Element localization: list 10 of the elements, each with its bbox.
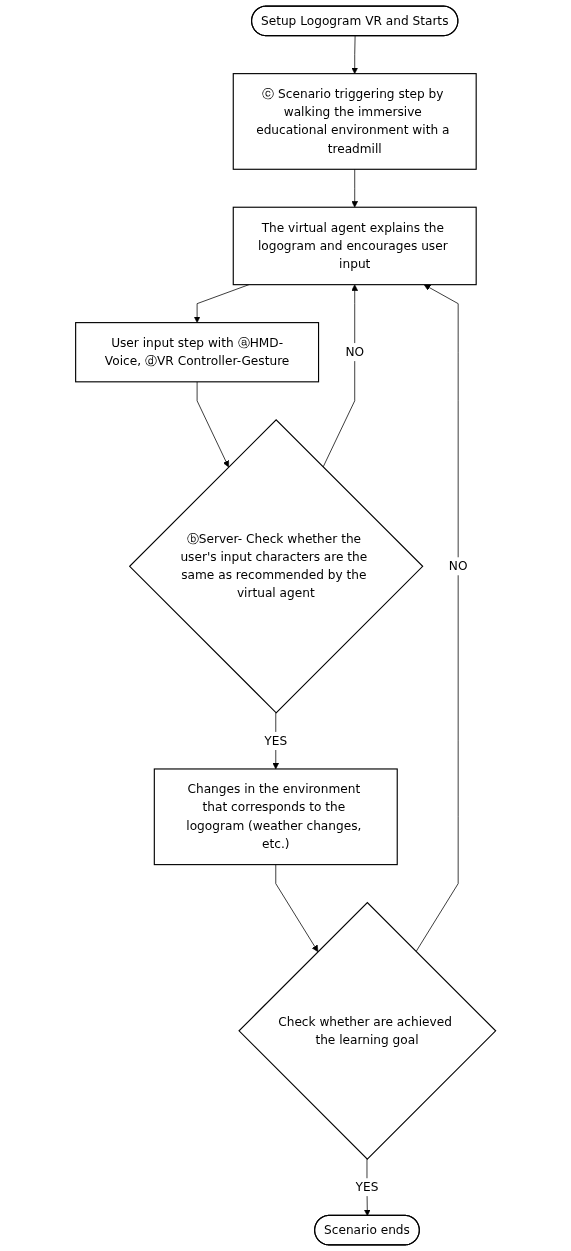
node-box: The virtual agent explains the logogram and encourages user input	[232, 206, 477, 286]
node-diamond: ⓑServer- Check whether the user's input characters are the same as recommended by the virtual agent	[128, 418, 424, 714]
node-box: User input step with ⓐHMD-Voice, ⓓVR Controller-Gesture	[74, 322, 319, 383]
edge-label: YES	[355, 1179, 379, 1195]
edge-label: NO	[345, 344, 364, 360]
node-diamond: Check whether are achieved the learning goal	[238, 901, 497, 1160]
node-box: ⓒ Scenario triggering step by walking the immersive educational environment with a treadmill	[232, 73, 477, 170]
node-box: Changes in the environment that corresponds to the logogram (weather changes, etc.)	[153, 768, 398, 866]
edge-label: YES	[264, 733, 288, 748]
edge-label: NO	[448, 558, 468, 574]
